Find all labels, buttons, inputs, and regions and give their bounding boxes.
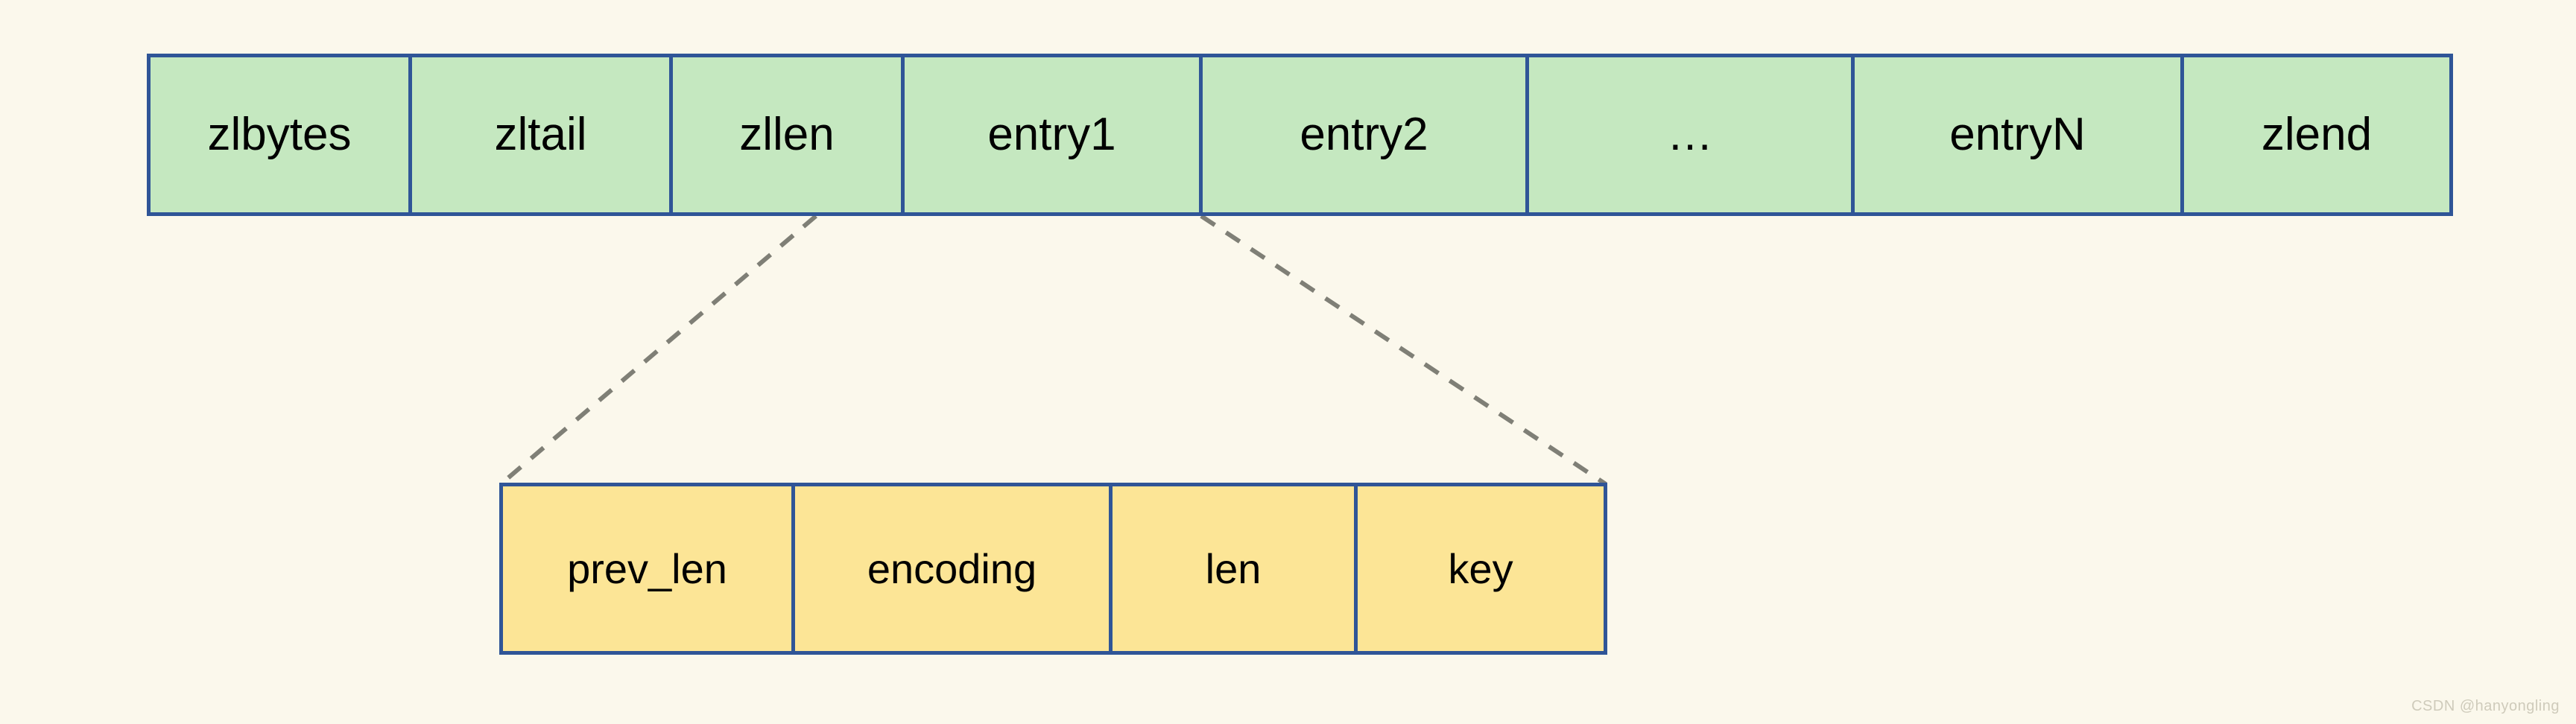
ziplist-cell-label: zlend (2261, 109, 2373, 160)
ziplist-cell-ellipsis[interactable]: … (1529, 57, 1855, 212)
entry-cell-label: key (1448, 544, 1513, 592)
entry-cell-key[interactable]: key (1358, 486, 1604, 651)
ziplist-cell-zltail[interactable]: zltail (412, 57, 673, 212)
entry-cell-label: len (1205, 544, 1262, 592)
ziplist-cell-zllen[interactable]: zllen (673, 57, 905, 212)
ziplist-structure: zlbytes zltail zllen entry1 entry2 … ent… (147, 54, 2453, 216)
ziplist-cell-label: entry2 (1300, 109, 1428, 160)
entry-cell-label: encoding (867, 544, 1037, 592)
ziplist-cell-label: zllen (739, 109, 835, 160)
entry-cell-label: prev_len (567, 544, 727, 592)
entry-cell-prev-len[interactable]: prev_len (503, 486, 795, 651)
ziplist-cell-label: … (1667, 109, 1713, 160)
ziplist-cell-label: zltail (494, 109, 587, 160)
ziplist-cell-label: entryN (1949, 109, 2086, 160)
entry-structure: prev_len encoding len key (499, 483, 1607, 655)
connector-line-left (499, 214, 817, 486)
ziplist-cell-entry1[interactable]: entry1 (905, 57, 1203, 212)
ziplist-cell-entry2[interactable]: entry2 (1203, 57, 1529, 212)
entry-cell-len[interactable]: len (1113, 486, 1358, 651)
entry-cell-encoding[interactable]: encoding (795, 486, 1113, 651)
ziplist-cell-label: entry1 (987, 109, 1116, 160)
ziplist-cell-entryn[interactable]: entryN (1855, 57, 2184, 212)
ziplist-cell-label: zlbytes (207, 109, 352, 160)
ziplist-cell-zlend[interactable]: zlend (2184, 57, 2449, 212)
watermark: CSDN @hanyongling (2411, 698, 2560, 714)
connector-line-right (1200, 214, 1607, 486)
ziplist-cell-zlbytes[interactable]: zlbytes (151, 57, 412, 212)
